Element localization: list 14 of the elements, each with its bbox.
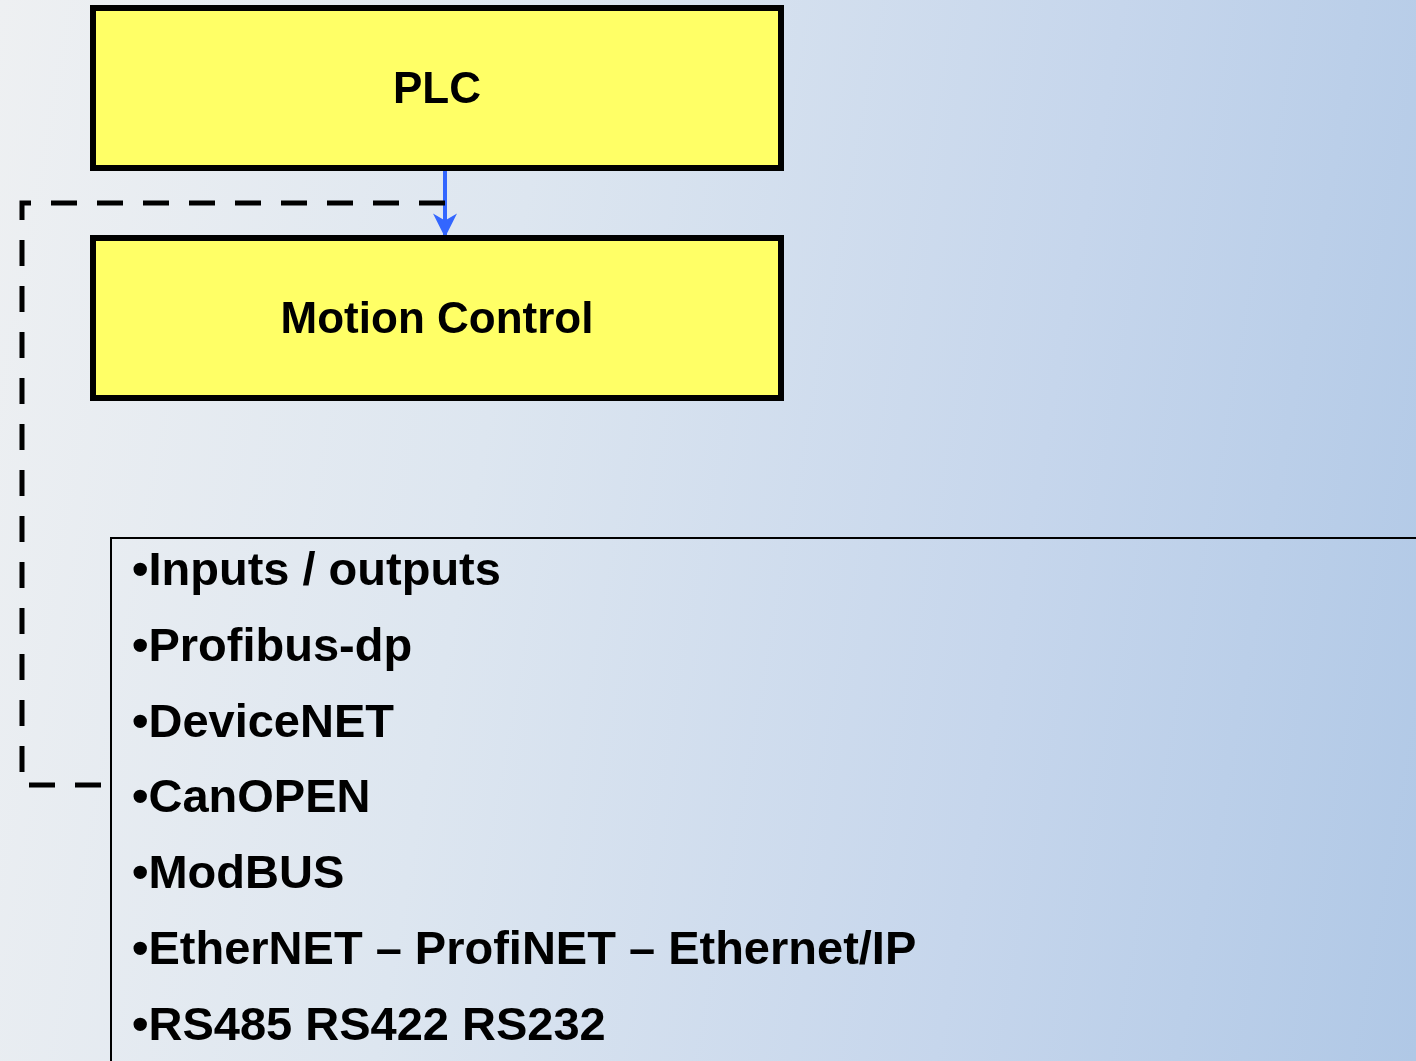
arrow: [433, 171, 457, 238]
list-item: •Inputs / outputs: [132, 541, 501, 597]
process-box: [90, 5, 784, 171]
box-label: PLC: [393, 63, 481, 113]
box-label: Motion Control: [280, 293, 594, 343]
list-item: •RS485 RS422 RS232: [132, 995, 606, 1052]
list-item: •Profibus-dp: [132, 616, 413, 673]
process-box: [90, 235, 784, 401]
dashed-connector: [19, 200, 445, 788]
list-item: •CanOPEN: [132, 768, 371, 825]
list-item: •DeviceNET: [132, 692, 394, 749]
list-panel: [110, 537, 1416, 1061]
list-item: •EtherNET – ProfiNET – Ethernet/IP: [132, 920, 917, 976]
list-item: •ModBUS: [132, 844, 345, 901]
